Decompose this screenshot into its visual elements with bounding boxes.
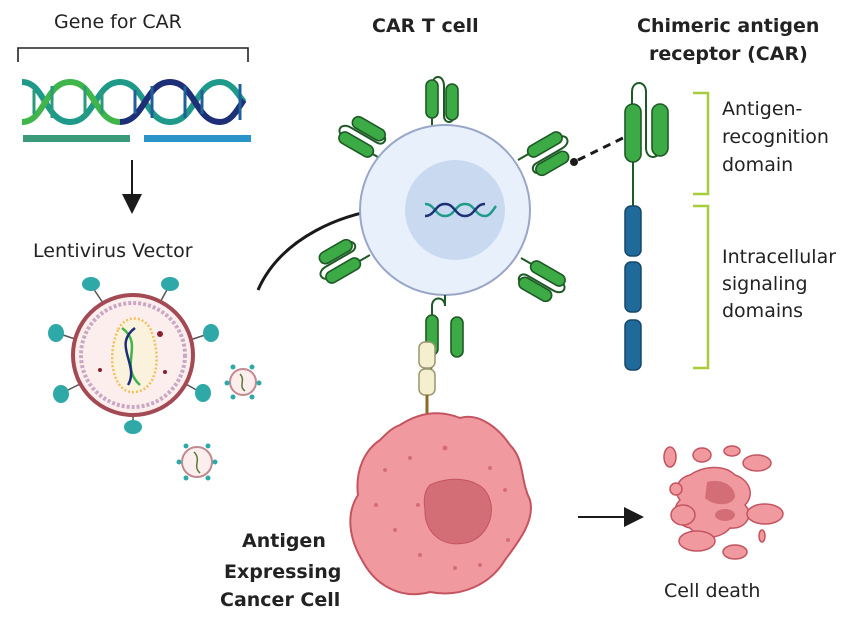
- intracellular-bracket: [693, 204, 710, 370]
- dead-cell: [663, 445, 784, 560]
- antigen-recognition-line3: domain: [722, 154, 794, 176]
- signaling-domain: [624, 205, 642, 257]
- antigen-segment: [418, 368, 436, 396]
- dna-helix-icon: [21, 78, 247, 126]
- antigen-recognition-line1: Antigen-: [722, 98, 803, 120]
- car-title-line1: Chimeric antigen: [637, 15, 820, 37]
- antigen-recognition-bracket: [693, 91, 710, 196]
- lentivirus-large: [48, 277, 219, 434]
- gene-segment-blue: [144, 135, 251, 142]
- signaling-domain: [624, 261, 642, 313]
- car-t-cell: [310, 76, 578, 418]
- lentivirus-vector-label: Lentivirus Vector: [33, 240, 193, 262]
- car-title-line2: receptor (CAR): [649, 43, 808, 65]
- gene-for-car-label: Gene for CAR: [54, 11, 182, 33]
- cancer-label-line1: Antigen: [242, 530, 326, 552]
- antigen-recognition-line2: recognition: [722, 126, 829, 148]
- gene-bracket: [17, 47, 249, 62]
- gene-segment-green: [23, 135, 130, 142]
- signaling-domain: [624, 319, 642, 371]
- intracellular-line1: Intracellular: [722, 246, 837, 268]
- antigen-segment: [418, 341, 436, 369]
- gene-for-car-group: [17, 47, 251, 214]
- cancer-cell: [349, 412, 532, 596]
- car-t-cell-label: CAR T cell: [372, 15, 479, 37]
- car-structure: [624, 82, 710, 371]
- cancer-label-line2: Expressing: [224, 561, 342, 583]
- intracellular-line2: signaling: [722, 273, 808, 295]
- lentivirus-small-1: [224, 364, 262, 400]
- nucleus-dna-icon: [424, 202, 498, 218]
- dashed-connector: [577, 135, 626, 162]
- cancer-label-line3: Cancer Cell: [220, 589, 341, 611]
- lentivirus-small-2: [176, 443, 218, 481]
- cell-death-label: Cell death: [664, 580, 761, 602]
- intracellular-line3: domains: [722, 300, 804, 322]
